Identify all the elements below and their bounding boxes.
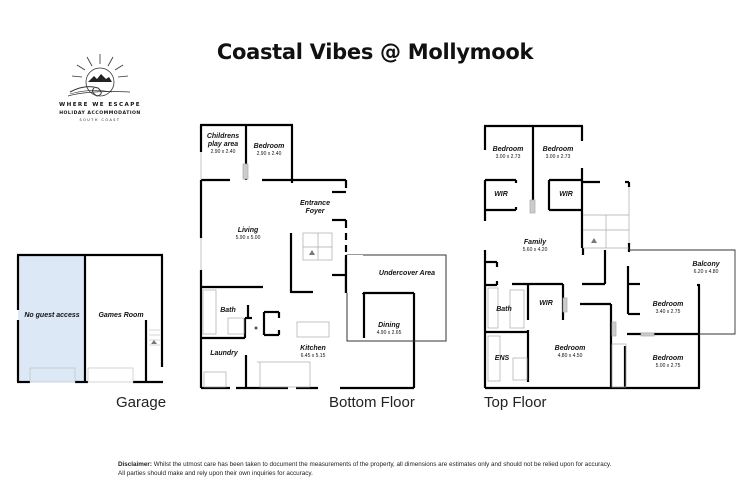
room-ens: ENS (494, 355, 510, 362)
page-title: Coastal Vibes @ Mollymook (216, 40, 534, 64)
room-undercover-area: Undercover Area (378, 270, 436, 277)
garage-label: Garage (116, 394, 167, 411)
bottom-floor-label: Bottom Floor (329, 394, 415, 411)
disclaimer: Disclaimer: Whilst the utmost care has b… (118, 460, 611, 478)
room-wir-1: WIR (494, 191, 508, 198)
room-family: Family 5.60 x 4.20 (522, 239, 548, 253)
room-living: Living 5.90 x 5.00 (235, 227, 261, 241)
room-bath-bottom: Bath (220, 307, 236, 314)
garage-plan (16, 253, 164, 384)
room-kitchen: Kitchen 6.45 x 5.15 (300, 345, 326, 359)
sun-wave-mountain-logo-icon (67, 54, 131, 97)
logo-tagline: HOLIDAY ACCOMMODATION (59, 111, 141, 116)
disclaimer-label: Disclaimer: (118, 461, 152, 468)
room-no-guest-access: No guest access (24, 312, 80, 319)
room-childrens-play-area: Childrens play area 2.90 x 2.40 (206, 133, 240, 155)
room-bedroom-top-2: Bedroom 3.00 x 2.73 (542, 146, 574, 160)
room-balcony: Balcony 6.20 x 4.80 (692, 261, 720, 275)
room-bedroom-top-4: Bedroom 5.00 x 2.75 (652, 355, 684, 369)
top-floor-label: Top Floor (484, 394, 547, 411)
bottom-floor-plan (199, 123, 447, 390)
logo-region: SOUTH COAST (79, 118, 121, 122)
room-laundry: Laundry (210, 350, 238, 357)
room-bedroom-bottom: Bedroom 2.90 x 2.40 (253, 143, 285, 157)
room-dining: Dining 4.90 x 2.65 (376, 322, 402, 336)
room-entrance-foyer: Entrance Foyer (300, 200, 330, 215)
room-wir-2: WIR (559, 191, 573, 198)
room-bedroom-top-1: Bedroom 3.00 x 2.73 (492, 146, 524, 160)
room-bath-top: Bath (496, 306, 512, 313)
room-bedroom-top-3: Bedroom 3.40 x 2.75 (652, 301, 684, 315)
room-bedroom-top-main: Bedroom 4.80 x 4.50 (554, 345, 586, 359)
room-wir-3: WIR (539, 300, 553, 307)
top-floor-plan (483, 124, 736, 390)
disclaimer-text-2: All parties should make and rely upon th… (118, 470, 313, 477)
logo-name: WHERE WE ESCAPE (59, 102, 141, 108)
disclaimer-text-1: Whilst the utmost care has been taken to… (153, 461, 612, 468)
logo: WHERE WE ESCAPE HOLIDAY ACCOMMODATION SO… (50, 52, 150, 128)
room-games-room: Games Room (98, 312, 144, 319)
